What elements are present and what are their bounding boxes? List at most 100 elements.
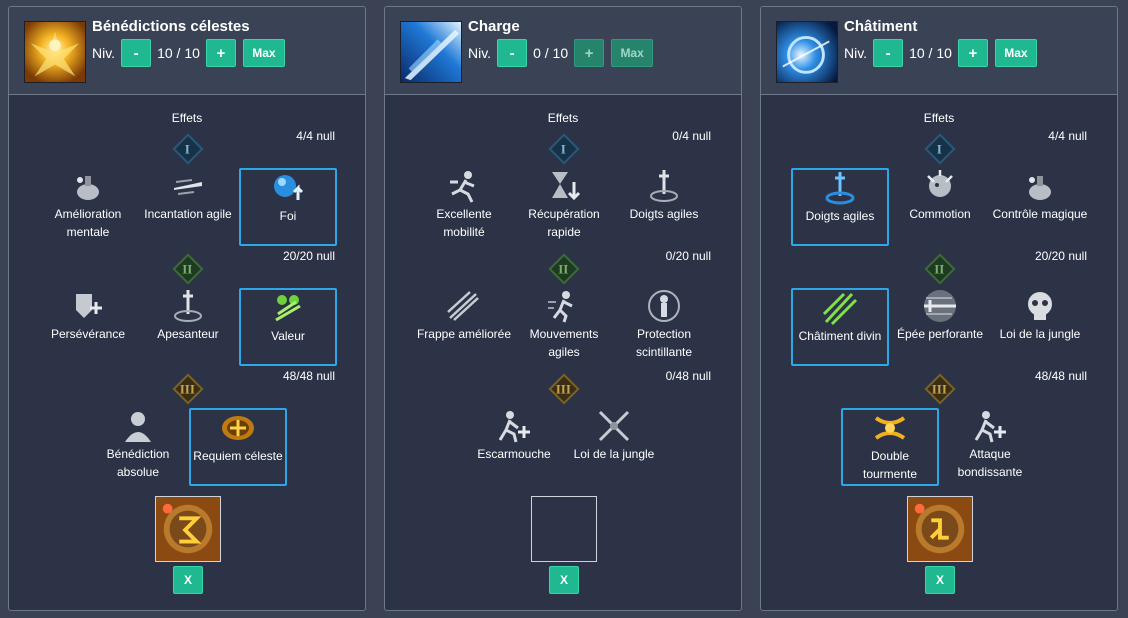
effect-benediction-absolue[interactable]: Bénédiction absolue: [89, 408, 187, 486]
effect-epee-perforante[interactable]: Épée perforante: [891, 288, 989, 366]
bronze-rune-icon[interactable]: [155, 496, 221, 562]
remove-rune-button[interactable]: X: [173, 566, 203, 594]
mental-potion-icon: [1029, 176, 1051, 200]
panel-header: Bénédictions célestes Niv. - 10 / 10 + M…: [9, 7, 365, 95]
level-value: 10 / 10: [157, 45, 200, 61]
effect-doigts-agiles[interactable]: Doigts agiles: [791, 168, 889, 246]
level-label: Niv.: [468, 45, 492, 61]
panel-header: Charge Niv. - 0 / 10 + Max: [385, 7, 741, 95]
lunge-plus-icon: [498, 411, 530, 443]
effect-escarmouche[interactable]: Escarmouche: [465, 408, 563, 486]
skill-panel-charge: Charge Niv. - 0 / 10 + Max Effets 0/4 nu…: [384, 6, 742, 611]
sword-swirl-icon: [650, 170, 678, 202]
chastise-orb-icon: [776, 21, 838, 83]
skill-name: Bénédictions célestes: [92, 18, 250, 35]
effects-title: Effets: [923, 111, 955, 125]
level-decrease-button[interactable]: -: [121, 39, 152, 67]
tier-3-count: 48/48 null: [282, 369, 335, 383]
effect-label: Récupération rapide: [528, 207, 600, 239]
tier-2-badge: II: [172, 253, 204, 285]
level-increase-button[interactable]: +: [574, 39, 605, 67]
effect-commotion[interactable]: Commotion: [891, 168, 989, 246]
person-silhouette-icon: [125, 412, 151, 442]
effect-label: Persévérance: [50, 327, 126, 341]
effect-recuperation-rapide[interactable]: Récupération rapide: [515, 168, 613, 246]
double-vortex-icon: [874, 416, 906, 440]
level-row: Niv. - 0 / 10 + Max: [468, 39, 654, 67]
skill-panel-chatiment: Châtiment Niv. - 10 / 10 + Max Effets 4/…: [760, 6, 1118, 611]
celestial-angel-icon: [24, 21, 86, 83]
effect-label: Double tourmente: [862, 449, 918, 481]
level-decrease-button[interactable]: -: [497, 39, 528, 67]
tier-1-count: 0/4 null: [672, 129, 711, 143]
remove-rune-button[interactable]: X: [925, 566, 955, 594]
effect-label: Foi: [279, 209, 297, 223]
effect-incantation-agile[interactable]: Incantation agile: [139, 168, 237, 246]
level-value: 0 / 10: [533, 45, 569, 61]
skill-name: Charge: [468, 18, 520, 35]
effect-label: Doigts agiles: [629, 207, 699, 221]
effect-label: Mouvements agiles: [529, 327, 599, 359]
effect-doigts-agiles[interactable]: Doigts agiles: [615, 168, 713, 246]
bronze-rune-icon[interactable]: [907, 496, 973, 562]
remove-rune-button[interactable]: X: [549, 566, 579, 594]
effect-loi-de-la-jungle[interactable]: Loi de la jungle: [991, 288, 1089, 366]
tier-1-badge: I: [924, 133, 956, 165]
level-max-button[interactable]: Max: [611, 39, 654, 67]
shield-plus-icon: [76, 294, 102, 318]
effect-label: Contrôle magique: [992, 207, 1088, 221]
effect-double-tourmente[interactable]: Double tourmente: [841, 408, 939, 486]
effect-label: Loi de la jungle: [573, 447, 655, 461]
effect-label: Épée perforante: [896, 327, 984, 341]
level-row: Niv. - 10 / 10 + Max: [844, 39, 1037, 67]
effect-label: Châtiment divin: [798, 329, 882, 343]
effect-foi[interactable]: Foi: [239, 168, 337, 246]
tier-1-count: 4/4 null: [1048, 129, 1087, 143]
effect-label: Doigts agiles: [805, 209, 875, 223]
effect-label: Loi de la jungle: [999, 327, 1081, 341]
effect-controle-magique[interactable]: Contrôle magique: [991, 168, 1089, 246]
effect-valeur[interactable]: Valeur: [239, 288, 337, 366]
concussion-icon: [927, 170, 953, 197]
level-max-button[interactable]: Max: [242, 39, 285, 67]
tier-3-badge: III: [924, 373, 956, 405]
sword-swirl-icon: [825, 172, 855, 205]
level-value: 10 / 10: [909, 45, 952, 61]
level-max-button[interactable]: Max: [994, 39, 1037, 67]
effect-label: Amélioration mentale: [54, 207, 122, 239]
effect-protection-scintillante[interactable]: Protection scintillante: [615, 288, 713, 366]
effect-excellente-mobilite[interactable]: Excellente mobilité: [415, 168, 513, 246]
effect-label: Protection scintillante: [635, 327, 693, 359]
effect-requiem-celeste[interactable]: Requiem céleste: [189, 408, 287, 486]
tier-1-count: 4/4 null: [296, 129, 335, 143]
wind-sword-icon: [174, 179, 202, 195]
effect-label: Bénédiction absolue: [106, 447, 170, 479]
tier-2-badge: II: [548, 253, 580, 285]
crossed-swords-icon: [598, 410, 630, 442]
empty-rune-slot[interactable]: [531, 496, 597, 562]
running-man-icon: [450, 171, 475, 203]
effect-label: Incantation agile: [144, 207, 232, 221]
level-increase-button[interactable]: +: [205, 39, 236, 67]
level-decrease-button[interactable]: -: [873, 39, 904, 67]
effect-loi-de-la-jungle[interactable]: Loi de la jungle: [565, 408, 663, 486]
effect-mouvements-agiles[interactable]: Mouvements agiles: [515, 288, 613, 366]
slash-strike-icon: [447, 291, 479, 321]
skill-name: Châtiment: [844, 18, 918, 35]
green-slash-icon: [822, 292, 858, 326]
effect-amelioration-mentale[interactable]: Amélioration mentale: [39, 168, 137, 246]
effect-apesanteur[interactable]: Apesanteur: [139, 288, 237, 366]
effect-chatiment-divin[interactable]: Châtiment divin: [791, 288, 889, 366]
effect-label: Escarmouche: [477, 447, 551, 461]
tier-3-count: 0/48 null: [665, 369, 711, 383]
charge-comet-icon: [400, 21, 462, 83]
effect-label: Requiem céleste: [193, 449, 283, 463]
effect-perseverance[interactable]: Persévérance: [39, 288, 137, 366]
effect-label: Apesanteur: [157, 327, 219, 341]
effect-frappe-amelioree[interactable]: Frappe améliorée: [415, 288, 513, 366]
tier-1-badge: I: [172, 133, 204, 165]
level-increase-button[interactable]: +: [957, 39, 988, 67]
effects-title: Effets: [547, 111, 579, 125]
effect-attaque-bondissante[interactable]: Attaque bondissante: [941, 408, 1039, 486]
piercing-sword-icon: [924, 290, 956, 322]
